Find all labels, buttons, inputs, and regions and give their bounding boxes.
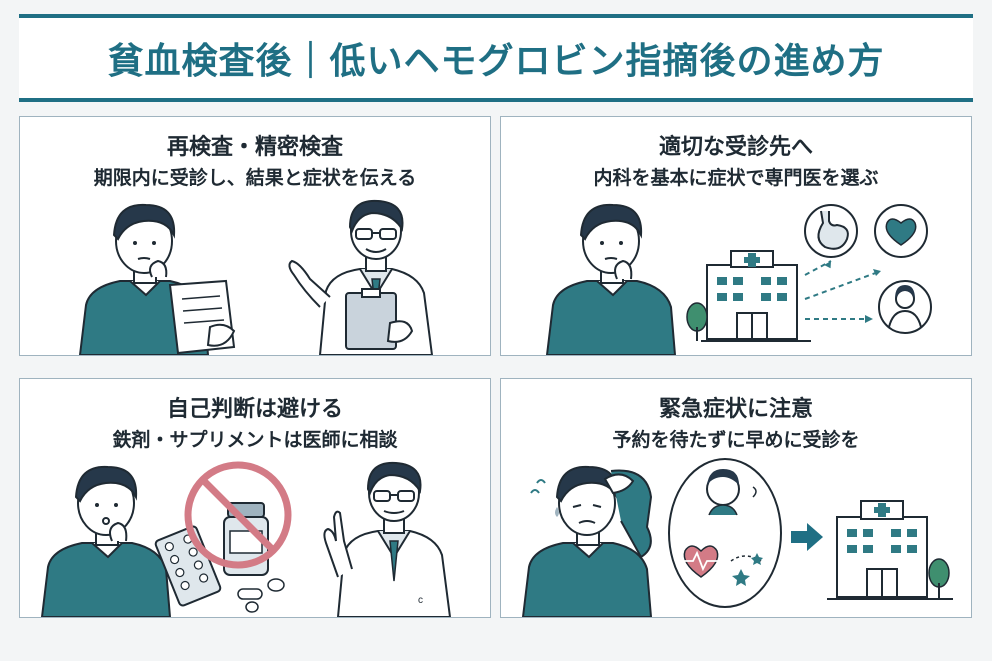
heartbeat-icon <box>683 545 719 578</box>
header-banner: 貧血検査後｜低いヘモグロビン指摘後の進め方 <box>19 14 973 102</box>
blister-pack-icon <box>154 525 222 607</box>
stomach-icon <box>804 204 858 258</box>
patient-dizzy-figure <box>521 465 653 617</box>
panel-title: 緊急症状に注意 <box>658 397 813 422</box>
tree-icon <box>686 302 708 341</box>
panel-recheck: 再検査・精密検査 期限内に受診し、結果と症状を伝える <box>19 116 491 356</box>
header-bottom-rule <box>19 98 973 102</box>
doctor-avatar-icon <box>878 280 932 334</box>
patient-thinking-figure <box>545 203 677 355</box>
prohibited-icon <box>184 461 292 569</box>
clipboard-icon <box>345 288 414 350</box>
panel-title: 適切な受診先へ <box>658 135 813 160</box>
symptom-bubble <box>668 458 782 608</box>
patient-worried-figure <box>40 465 172 617</box>
emergency-illustration <box>521 458 953 617</box>
svg-text:c: c <box>418 595 423 606</box>
page-title: 貧血検査後｜低いヘモグロビン指摘後の進め方 <box>107 41 885 82</box>
panel-title: 自己判断は避ける <box>166 397 343 422</box>
panel-subtitle: 予約を待たずに早めに受診を <box>612 429 860 451</box>
document-icon <box>168 279 236 355</box>
doctor-pointing-figure: c <box>323 461 452 617</box>
panel-subtitle: 期限内に受診し、結果と症状を伝える <box>93 167 417 189</box>
tree-icon <box>928 558 950 599</box>
supplement-illustration: c <box>40 461 452 617</box>
panel-avoid-self-judgment: 自己判断は避ける 鉄剤・サプリメントは医師に相談 <box>19 378 491 618</box>
panel-subtitle: 内科を基本に症状で専門医を選ぶ <box>593 167 879 189</box>
recheck-illustration <box>78 199 434 355</box>
header-top-rule <box>19 14 973 18</box>
heart-icon <box>874 204 928 258</box>
panel-referral: 適切な受診先へ 内科を基本に症状で専門医を選ぶ <box>500 116 972 356</box>
panel-emergency: 緊急症状に注意 予約を待たずに早めに受診を <box>500 378 972 618</box>
loose-pills-icon <box>237 578 285 613</box>
hospital-icon <box>836 500 928 598</box>
panel-title: 再検査・精密検査 <box>166 135 343 160</box>
referral-illustration <box>545 203 932 355</box>
panel-subtitle: 鉄剤・サプリメントは医師に相談 <box>112 429 398 451</box>
hospital-icon <box>706 250 798 340</box>
dizzy-stars-icon <box>730 553 763 586</box>
arrow-right-icon <box>791 523 823 551</box>
dashed-arrows <box>804 260 882 320</box>
